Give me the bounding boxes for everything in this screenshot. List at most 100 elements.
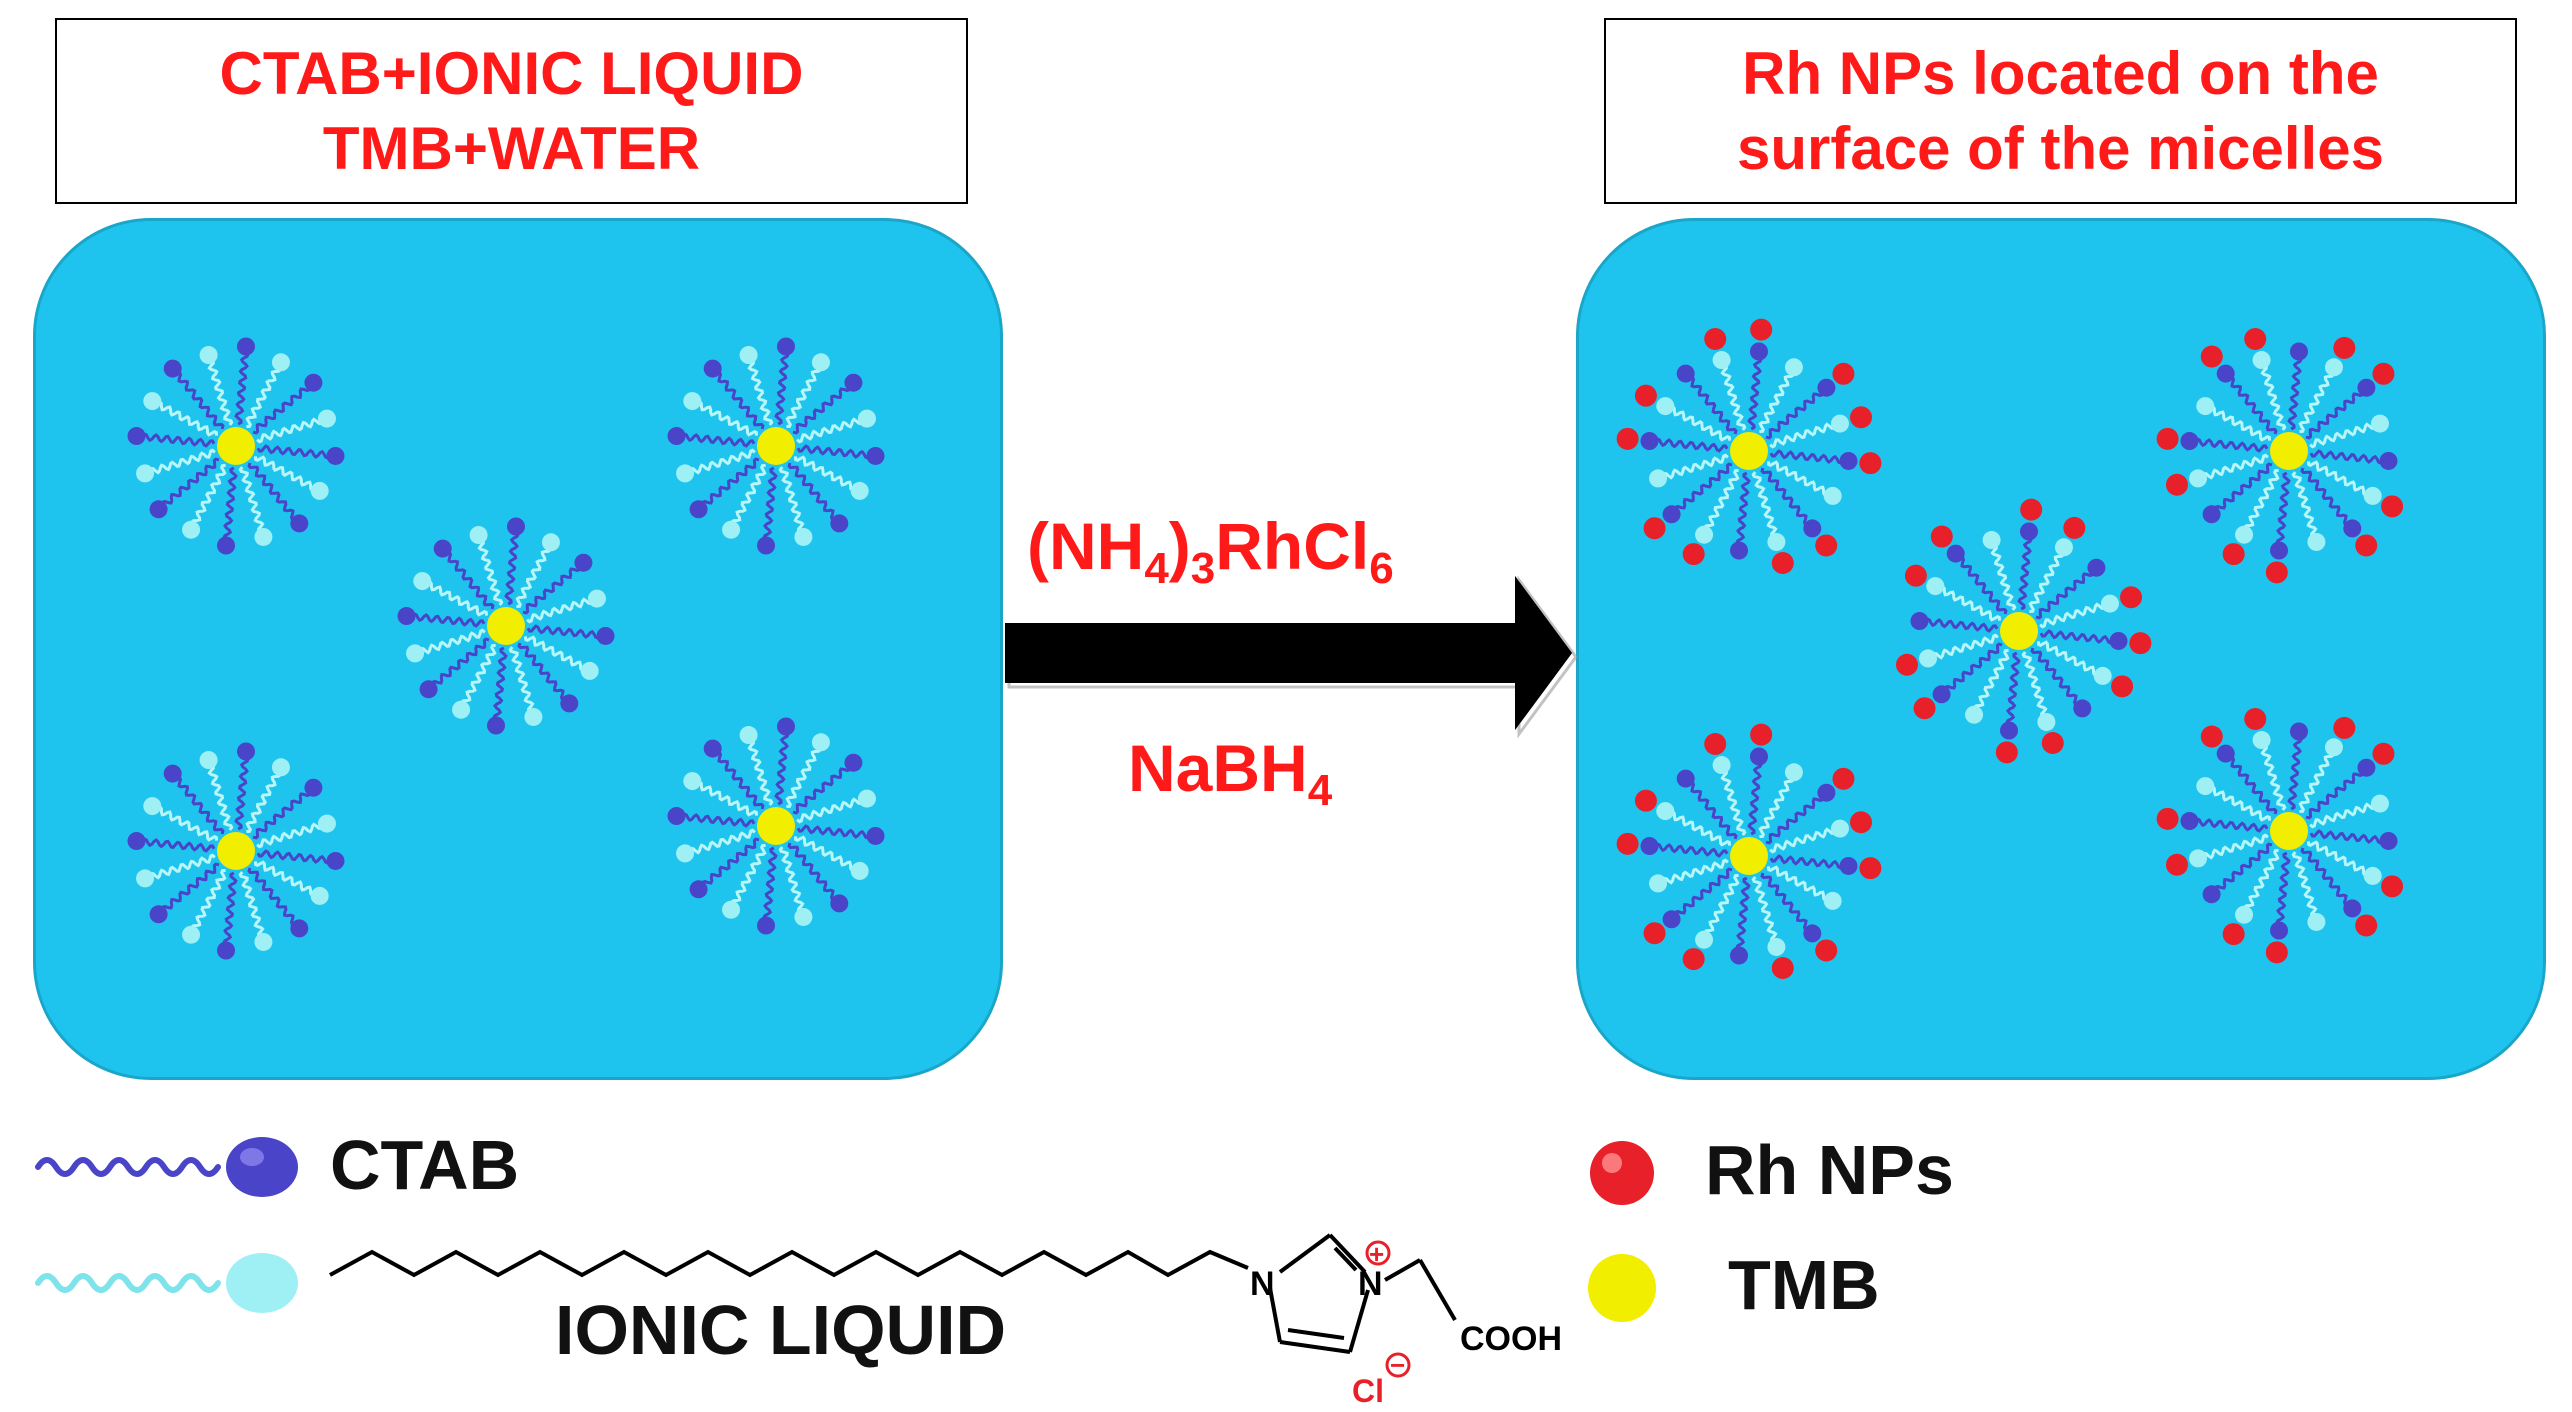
- rh-nanoparticle: [2020, 498, 2043, 521]
- ionic-liquid-head: [676, 844, 695, 863]
- ctab-tail: [1765, 385, 1827, 440]
- ionic-liquid-tail: [2203, 405, 2272, 442]
- ionic-liquid-tail: [1927, 633, 1999, 663]
- rh-nanoparticle: [1682, 948, 1705, 971]
- ctab-head: [2000, 721, 2019, 740]
- ionic-liquid-head: [136, 464, 155, 483]
- ionic-liquid-tail: [2203, 785, 2272, 822]
- ctab-tail: [1648, 437, 1729, 453]
- ionic-liquid-tail: [1973, 648, 2010, 717]
- micelle: [1895, 498, 2152, 764]
- rh-np-legend-symbol: [1590, 1141, 1654, 1205]
- ctab-tail: [2223, 373, 2278, 435]
- ionic-liquid-head: [2363, 486, 2382, 505]
- rh-nanoparticle: [1930, 525, 1953, 548]
- rh-nanoparticle: [1913, 697, 1936, 720]
- ctab-head: [2343, 899, 2362, 918]
- ctab-head: [2216, 364, 2235, 383]
- ionic-liquid-head: [136, 869, 155, 888]
- ionic-liquid-head: [1712, 756, 1731, 775]
- ctab-tail: [796, 444, 877, 460]
- reagent1-sub-3: 6: [1369, 544, 1394, 594]
- left-micelle-panel: [33, 218, 1003, 1080]
- left-micelles: [127, 337, 885, 960]
- rh-nanoparticle: [2265, 941, 2288, 964]
- ctab-head: [703, 359, 722, 378]
- ionic-liquid-tail: [1933, 585, 2002, 622]
- rh-nanoparticle: [1815, 534, 1838, 557]
- ctab-head: [1803, 924, 1822, 943]
- ctab-head: [1817, 783, 1836, 802]
- ionic-liquid-head: [1712, 351, 1731, 370]
- ctab-tail: [1765, 790, 1827, 845]
- ctab-head: [163, 359, 182, 378]
- ctab-head: [757, 536, 776, 555]
- ionic-liquid-head: [1695, 930, 1714, 949]
- ctab-tail: [774, 345, 790, 426]
- ionic-liquid-head: [2196, 777, 2215, 796]
- ctab-head: [667, 427, 686, 446]
- ionic-liquid-tail: [730, 463, 767, 532]
- ionic-liquid-head: [1965, 705, 1984, 724]
- ctab-tail: [247, 867, 302, 929]
- ctab-head: [2180, 812, 2199, 831]
- rh-nanoparticle: [2355, 534, 2378, 557]
- reagent1-part-c: RhCl: [1215, 509, 1370, 583]
- ctab-tail: [698, 837, 760, 892]
- reaction-arrow: [1005, 575, 1578, 738]
- ionic-liquid-head: [271, 353, 290, 372]
- ionic-liquid-tail: [2039, 599, 2111, 629]
- ctab-tail: [2300, 467, 2355, 529]
- ctab-tail: [504, 525, 520, 606]
- ionic-liquid-head: [254, 527, 273, 546]
- ionic-liquid-head: [794, 907, 813, 926]
- ionic-liquid-tail: [1663, 810, 1732, 847]
- ctab-head: [419, 680, 438, 699]
- ionic-liquid-tail: [150, 805, 219, 842]
- ctab-head: [217, 536, 236, 555]
- ionic-liquid-tail: [730, 843, 767, 912]
- ionic-liquid-tail: [2309, 419, 2381, 449]
- positive-charge-label: +: [1369, 1239, 1384, 1269]
- ctab-head: [163, 764, 182, 783]
- micelle: [667, 717, 885, 935]
- rh-nps-legend-label: Rh NPs: [1705, 1131, 1954, 1209]
- tmb-core: [1730, 837, 1768, 875]
- ctab-tail: [234, 750, 250, 831]
- ionic-liquid-head: [317, 814, 336, 833]
- ionic-liquid-head: [199, 751, 218, 770]
- tmb-core: [2270, 812, 2308, 850]
- ctab-tail: [2017, 530, 2033, 611]
- ionic-liquid-tail: [2036, 640, 2105, 677]
- rh-nanoparticle: [2333, 336, 2356, 359]
- ctab-head: [1839, 856, 1858, 875]
- ionic-liquid-tail: [245, 360, 282, 429]
- ionic-liquid-head: [310, 481, 329, 500]
- tmb-core: [217, 427, 255, 465]
- ctab-head: [776, 337, 795, 356]
- ionic-liquid-tail: [1717, 359, 1747, 431]
- ionic-liquid-head: [811, 353, 830, 372]
- ionic-liquid-tail: [2257, 359, 2287, 431]
- ctab-head: [830, 894, 849, 913]
- right-title-line2: surface of the micelles: [1737, 115, 2384, 182]
- rh-nanoparticle: [2041, 732, 2064, 755]
- ionic-liquid-tail: [474, 534, 504, 606]
- ionic-liquid-tail: [1657, 858, 1729, 888]
- ctab-tail: [526, 624, 607, 640]
- ctab-tail: [170, 773, 225, 835]
- ionic-liquid-tail: [2306, 460, 2375, 497]
- rh-nanoparticle: [2200, 725, 2223, 748]
- ctab-head: [1932, 685, 1951, 704]
- ctab-head: [2270, 541, 2289, 560]
- reagent-ammonium-hexachlororhodate: (NH4)3RhCl6: [1027, 508, 1394, 594]
- ctab-tail: [1918, 617, 1999, 633]
- ionic-liquid-head: [676, 464, 695, 483]
- ionic-liquid-tail: [2257, 739, 2287, 811]
- ctab-tail: [2287, 730, 2303, 811]
- ionic-liquid-head: [2307, 912, 2326, 931]
- ctab-tail: [1769, 854, 1850, 870]
- rh-nanoparticle: [2111, 675, 2134, 698]
- ctab-legend-symbol: [35, 1137, 298, 1197]
- right-title-line1: Rh NPs located on the: [1742, 40, 2379, 107]
